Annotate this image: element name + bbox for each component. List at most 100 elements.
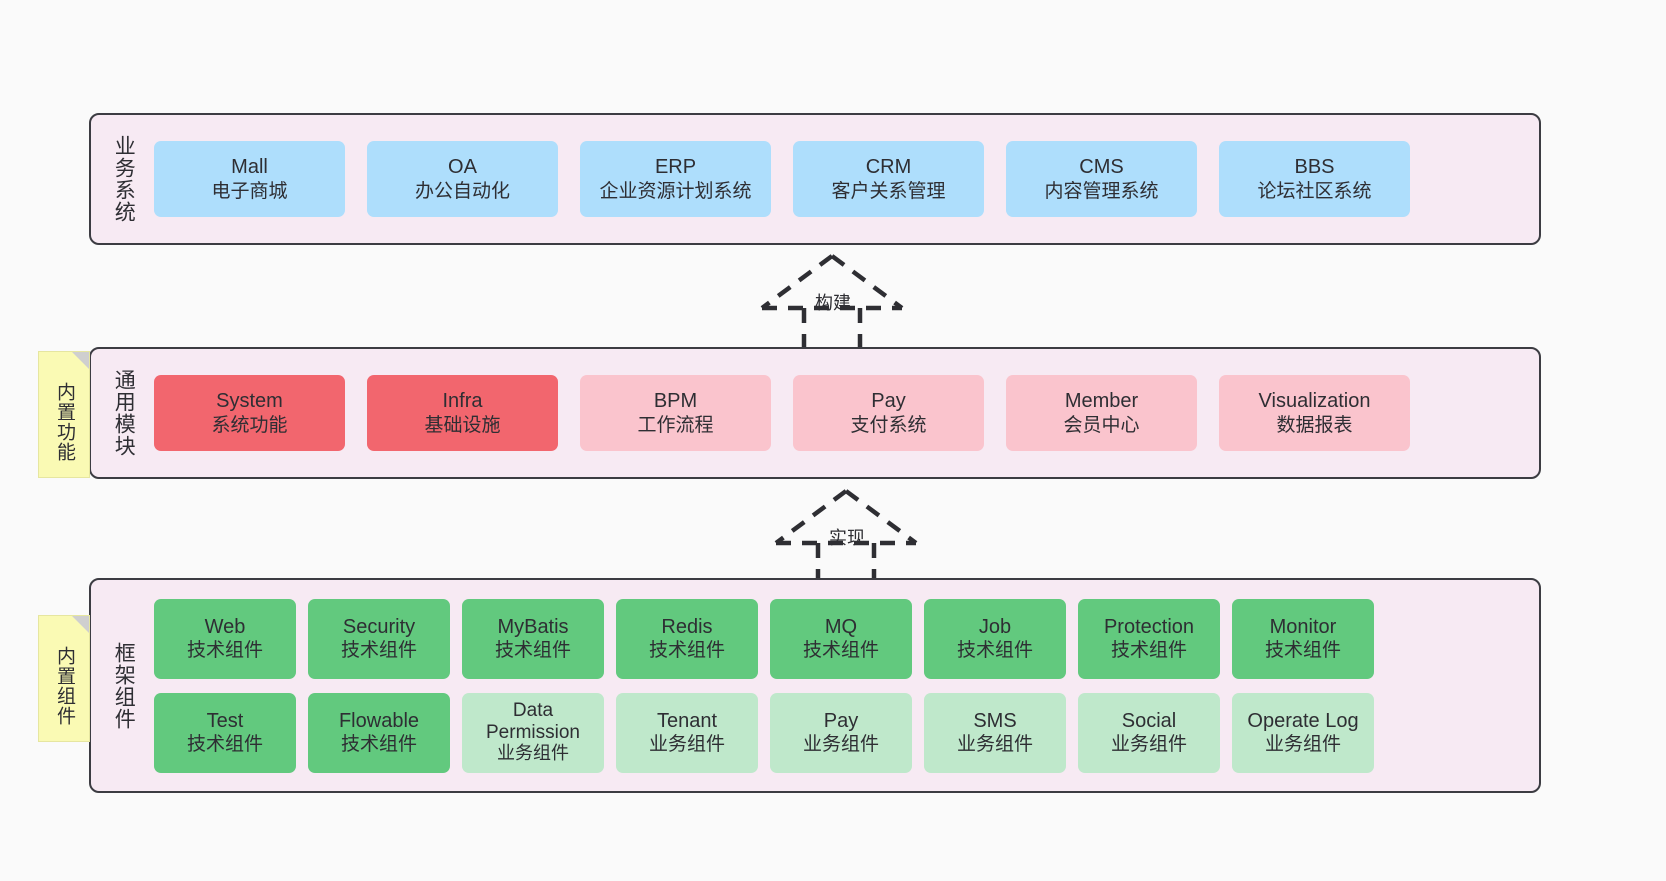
- node-data-permission[interactable]: Data Permission 业务组件: [462, 692, 604, 773]
- node-monitor[interactable]: Monitor 技术组件: [1232, 598, 1374, 679]
- node-operate-log-cn: 业务组件: [1264, 734, 1341, 756]
- layer-title-business: 业务系统: [112, 135, 136, 223]
- node-infra-en: Infra: [442, 390, 483, 413]
- node-flowable-en: Flowable: [338, 709, 420, 732]
- node-tenant[interactable]: Tenant 业务组件: [616, 692, 758, 773]
- node-bbs-en: BBS: [1294, 156, 1335, 179]
- arrow-build: 构建: [752, 252, 912, 352]
- node-sms-cn: 业务组件: [956, 734, 1033, 756]
- layer-body-framework: Web 技术组件 Security 技术组件 MyBatis 技术组件 Redi…: [145, 580, 1539, 791]
- node-web-cn: 技术组件: [186, 640, 263, 662]
- node-operate-log-en: Operate Log: [1247, 709, 1359, 732]
- node-mall[interactable]: Mall 电子商城: [154, 141, 345, 217]
- node-test[interactable]: Test 技术组件: [154, 692, 296, 773]
- note-builtin-features-label: 内置功能: [54, 381, 76, 462]
- node-mybatis-en: MyBatis: [497, 615, 569, 638]
- node-erp-cn: 企业资源计划系统: [599, 180, 752, 202]
- arrow-implement-label: 实现: [829, 528, 865, 548]
- node-social-en: Social: [1121, 709, 1177, 732]
- node-monitor-cn: 技术组件: [1264, 640, 1341, 662]
- node-system-cn: 系统功能: [211, 414, 288, 436]
- framework-tech-row: Web 技术组件 Security 技术组件 MyBatis 技术组件 Redi…: [145, 598, 1535, 679]
- node-bpm[interactable]: BPM 工作流程: [580, 375, 771, 451]
- node-bpm-cn: 工作流程: [637, 414, 714, 436]
- node-web[interactable]: Web 技术组件: [154, 598, 296, 679]
- node-cms-en: CMS: [1079, 156, 1124, 179]
- node-flowable-cn: 技术组件: [340, 734, 417, 756]
- node-tenant-cn: 业务组件: [648, 734, 725, 756]
- node-mybatis[interactable]: MyBatis 技术组件: [462, 598, 604, 679]
- node-infra[interactable]: Infra 基础设施: [367, 375, 558, 451]
- node-visualization-en: Visualization: [1258, 390, 1371, 413]
- node-visualization[interactable]: Visualization 数据报表: [1219, 375, 1410, 451]
- node-mq-cn: 技术组件: [802, 640, 879, 662]
- node-job-cn: 技术组件: [956, 640, 1033, 662]
- node-member-cn: 会员中心: [1063, 414, 1140, 436]
- node-security[interactable]: Security 技术组件: [308, 598, 450, 679]
- layer-body-module: System 系统功能 Infra 基础设施 BPM 工作流程 Pay 支付系统…: [145, 349, 1539, 477]
- node-system[interactable]: System 系统功能: [154, 375, 345, 451]
- node-bbs-cn: 论坛社区系统: [1257, 180, 1372, 202]
- layer-title-module: 通用模块: [112, 369, 136, 457]
- node-visualization-cn: 数据报表: [1276, 414, 1353, 436]
- layer-common-modules: 通用模块 System 系统功能 Infra 基础设施 BPM 工作流程 Pay: [89, 347, 1541, 479]
- arrow-build-svg: [760, 254, 904, 352]
- node-redis-en: Redis: [661, 615, 713, 638]
- node-pay-component[interactable]: Pay 业务组件: [770, 692, 912, 773]
- framework-biz-row: Test 技术组件 Flowable 技术组件 Data Permission …: [145, 692, 1535, 773]
- node-flowable[interactable]: Flowable 技术组件: [308, 692, 450, 773]
- node-social[interactable]: Social 业务组件: [1078, 692, 1220, 773]
- node-mall-en: Mall: [231, 156, 268, 179]
- node-member[interactable]: Member 会员中心: [1006, 375, 1197, 451]
- node-crm-en: CRM: [865, 156, 912, 179]
- node-oa[interactable]: OA 办公自动化: [367, 141, 558, 217]
- node-bbs[interactable]: BBS 论坛社区系统: [1219, 141, 1410, 217]
- layer-framework-components: 框架组件 Web 技术组件 Security 技术组件 MyBatis 技术组件…: [89, 578, 1541, 793]
- note-fold-corner-icon: [72, 352, 89, 369]
- arrow-implement: 实现: [766, 487, 926, 587]
- node-data-permission-en: Data Permission: [486, 699, 580, 743]
- module-node-row: System 系统功能 Infra 基础设施 BPM 工作流程 Pay 支付系统…: [145, 375, 1539, 451]
- node-operate-log[interactable]: Operate Log 业务组件: [1232, 692, 1374, 773]
- node-web-en: Web: [204, 615, 246, 638]
- node-test-en: Test: [206, 709, 244, 732]
- node-pay-component-en: Pay: [823, 709, 859, 732]
- node-monitor-en: Monitor: [1269, 615, 1337, 638]
- node-cms-cn: 内容管理系统: [1044, 180, 1159, 202]
- node-sms-en: SMS: [973, 709, 1017, 732]
- node-security-cn: 技术组件: [340, 640, 417, 662]
- node-pay-module-en: Pay: [871, 390, 906, 413]
- node-pay-component-cn: 业务组件: [802, 734, 879, 756]
- node-crm[interactable]: CRM 客户关系管理: [793, 141, 984, 217]
- layer-title-framework: 框架组件: [112, 641, 136, 730]
- node-sms[interactable]: SMS 业务组件: [924, 692, 1066, 773]
- node-mq-en: MQ: [824, 615, 858, 638]
- node-social-cn: 业务组件: [1110, 734, 1187, 756]
- node-protection-cn: 技术组件: [1110, 640, 1187, 662]
- node-job-en: Job: [978, 615, 1012, 638]
- node-redis-cn: 技术组件: [648, 640, 725, 662]
- node-tenant-en: Tenant: [656, 709, 718, 732]
- note-builtin-features[interactable]: 内置功能: [38, 351, 90, 478]
- node-erp-en: ERP: [654, 156, 697, 179]
- node-member-en: Member: [1064, 390, 1139, 413]
- node-oa-en: OA: [448, 156, 477, 179]
- node-job[interactable]: Job 技术组件: [924, 598, 1066, 679]
- node-infra-cn: 基础设施: [424, 414, 501, 436]
- layer-business-systems: 业务系统 Mall 电子商城 OA 办公自动化 ERP 企业资源计划系统 CRM: [89, 113, 1541, 245]
- note-builtin-components[interactable]: 内置组件: [38, 615, 90, 742]
- node-crm-cn: 客户关系管理: [831, 180, 946, 202]
- note-fold-corner-icon: [72, 616, 89, 633]
- node-protection[interactable]: Protection 技术组件: [1078, 598, 1220, 679]
- node-pay-module[interactable]: Pay 支付系统: [793, 375, 984, 451]
- node-data-permission-cn: 业务组件: [497, 743, 569, 764]
- node-mybatis-cn: 技术组件: [494, 640, 571, 662]
- layer-body-business: Mall 电子商城 OA 办公自动化 ERP 企业资源计划系统 CRM 客户关系…: [145, 115, 1539, 243]
- node-mq[interactable]: MQ 技术组件: [770, 598, 912, 679]
- node-security-en: Security: [342, 615, 416, 638]
- node-mall-cn: 电子商城: [211, 180, 288, 202]
- node-erp[interactable]: ERP 企业资源计划系统: [580, 141, 771, 217]
- node-redis[interactable]: Redis 技术组件: [616, 598, 758, 679]
- node-cms[interactable]: CMS 内容管理系统: [1006, 141, 1197, 217]
